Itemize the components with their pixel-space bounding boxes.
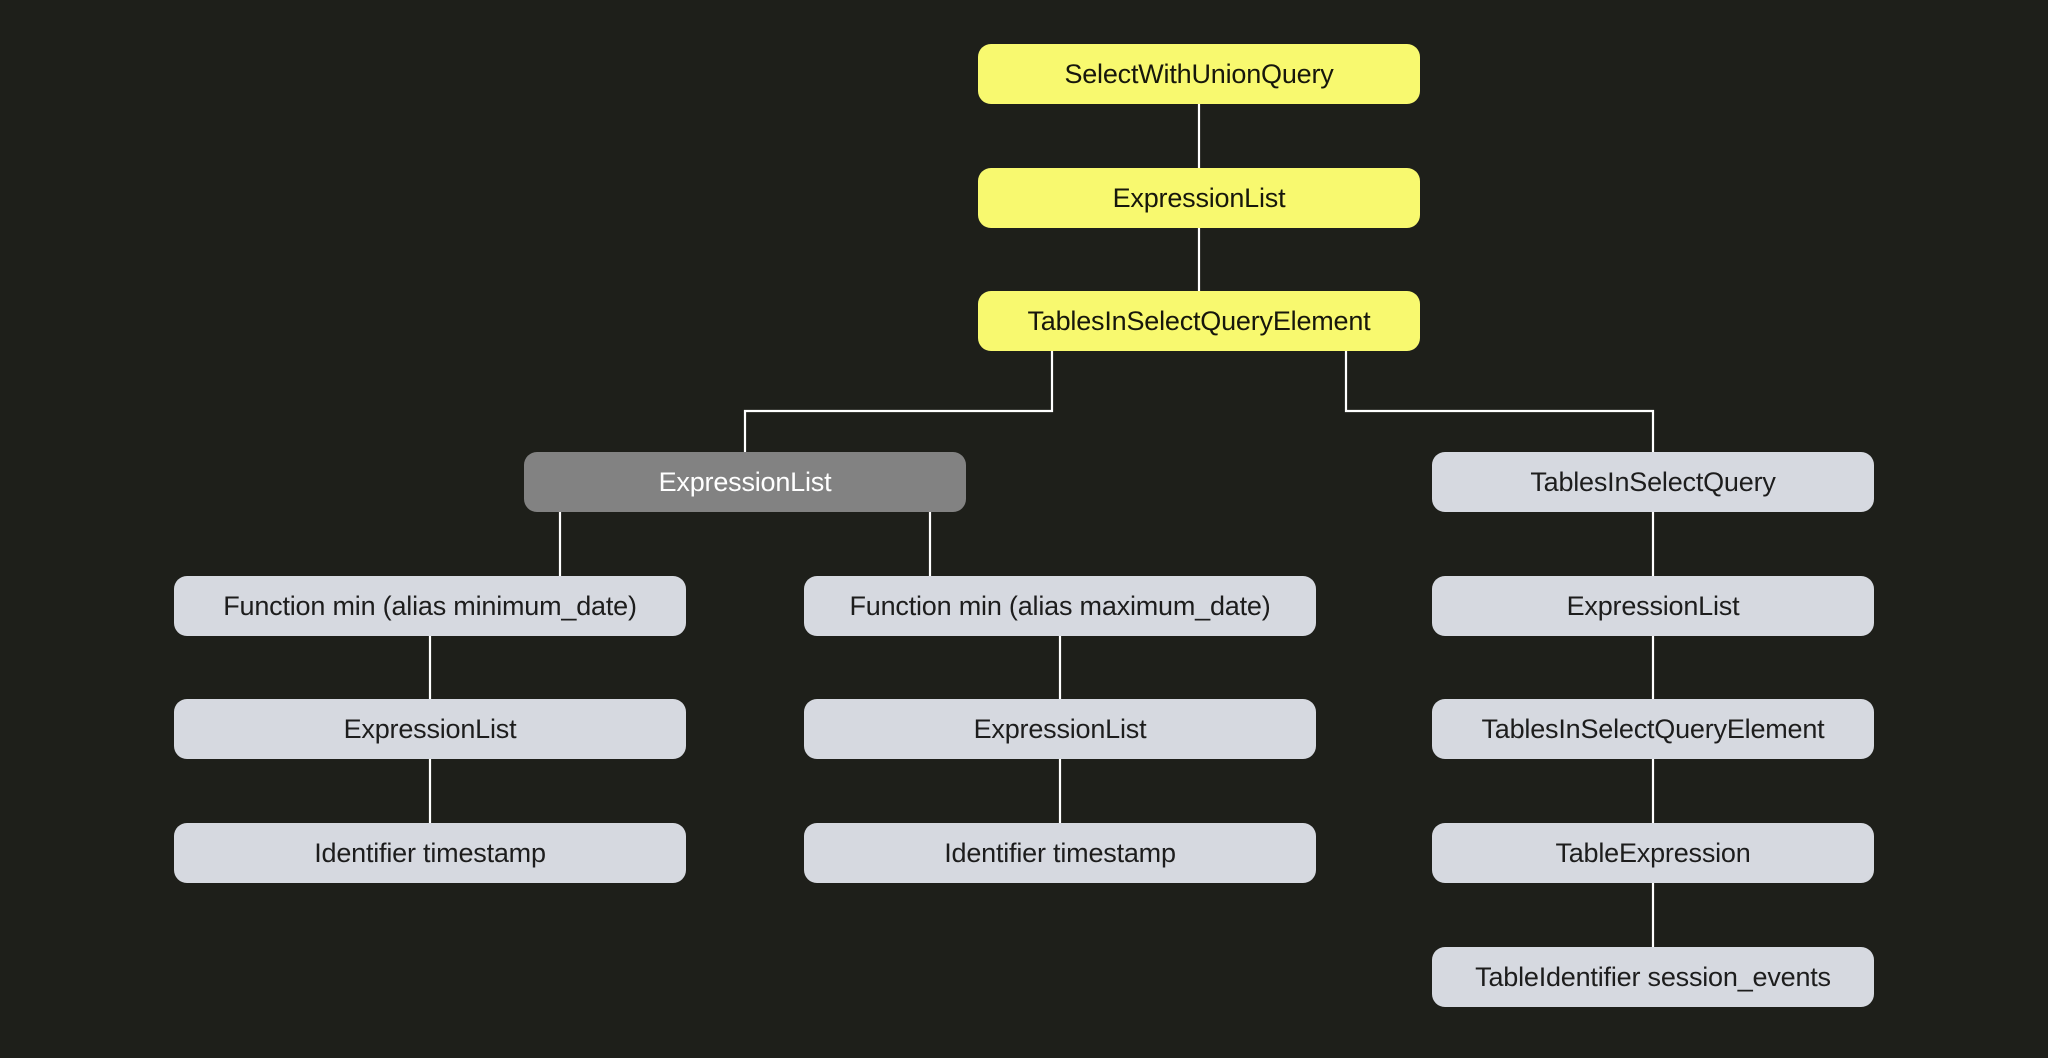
tree-node-label: TableExpression — [1555, 837, 1751, 868]
tree-node[interactable]: TablesInSelectQueryElement — [1432, 699, 1874, 759]
tree-node-label: ExpressionList — [1112, 182, 1286, 213]
tree-node[interactable]: Identifier timestamp — [804, 823, 1316, 883]
tree-node-label: TablesInSelectQueryElement — [1027, 305, 1371, 336]
tree-node[interactable]: ExpressionList — [804, 699, 1316, 759]
tree-node[interactable]: ExpressionList — [978, 168, 1420, 228]
tree-node[interactable]: ExpressionList — [174, 699, 686, 759]
tree-node[interactable]: Function min (alias minimum_date) — [174, 576, 686, 636]
tree-node[interactable]: TablesInSelectQueryElement — [978, 291, 1420, 351]
tree-node-label: ExpressionList — [658, 466, 832, 497]
tree-edge — [743, 351, 1054, 452]
tree-node-label: TablesInSelectQuery — [1530, 466, 1776, 497]
tree-node-label: Identifier timestamp — [314, 837, 546, 868]
tree-node[interactable]: TableIdentifier session_events — [1432, 947, 1874, 1007]
tree-node-label: TablesInSelectQueryElement — [1481, 713, 1825, 744]
tree-node-label: ExpressionList — [343, 713, 517, 744]
tree-node[interactable]: TablesInSelectQuery — [1432, 452, 1874, 512]
tree-node[interactable]: Identifier timestamp — [174, 823, 686, 883]
tree-node-label: Function min (alias maximum_date) — [849, 590, 1271, 621]
tree-node-label: Identifier timestamp — [944, 837, 1176, 868]
tree-node[interactable]: ExpressionList — [1432, 576, 1874, 636]
tree-node[interactable]: TableExpression — [1432, 823, 1874, 883]
tree-node-label: Function min (alias minimum_date) — [223, 590, 637, 621]
tree-node-label: SelectWithUnionQuery — [1064, 58, 1334, 89]
tree-node[interactable]: SelectWithUnionQuery — [978, 44, 1420, 104]
tree-node-label: TableIdentifier session_events — [1475, 961, 1831, 992]
tree-node[interactable]: ExpressionList — [524, 452, 966, 512]
tree-node-label: ExpressionList — [973, 713, 1147, 744]
tree-node[interactable]: Function min (alias maximum_date) — [804, 576, 1316, 636]
tree-node-label: ExpressionList — [1566, 590, 1740, 621]
tree-edge — [1344, 351, 1655, 452]
